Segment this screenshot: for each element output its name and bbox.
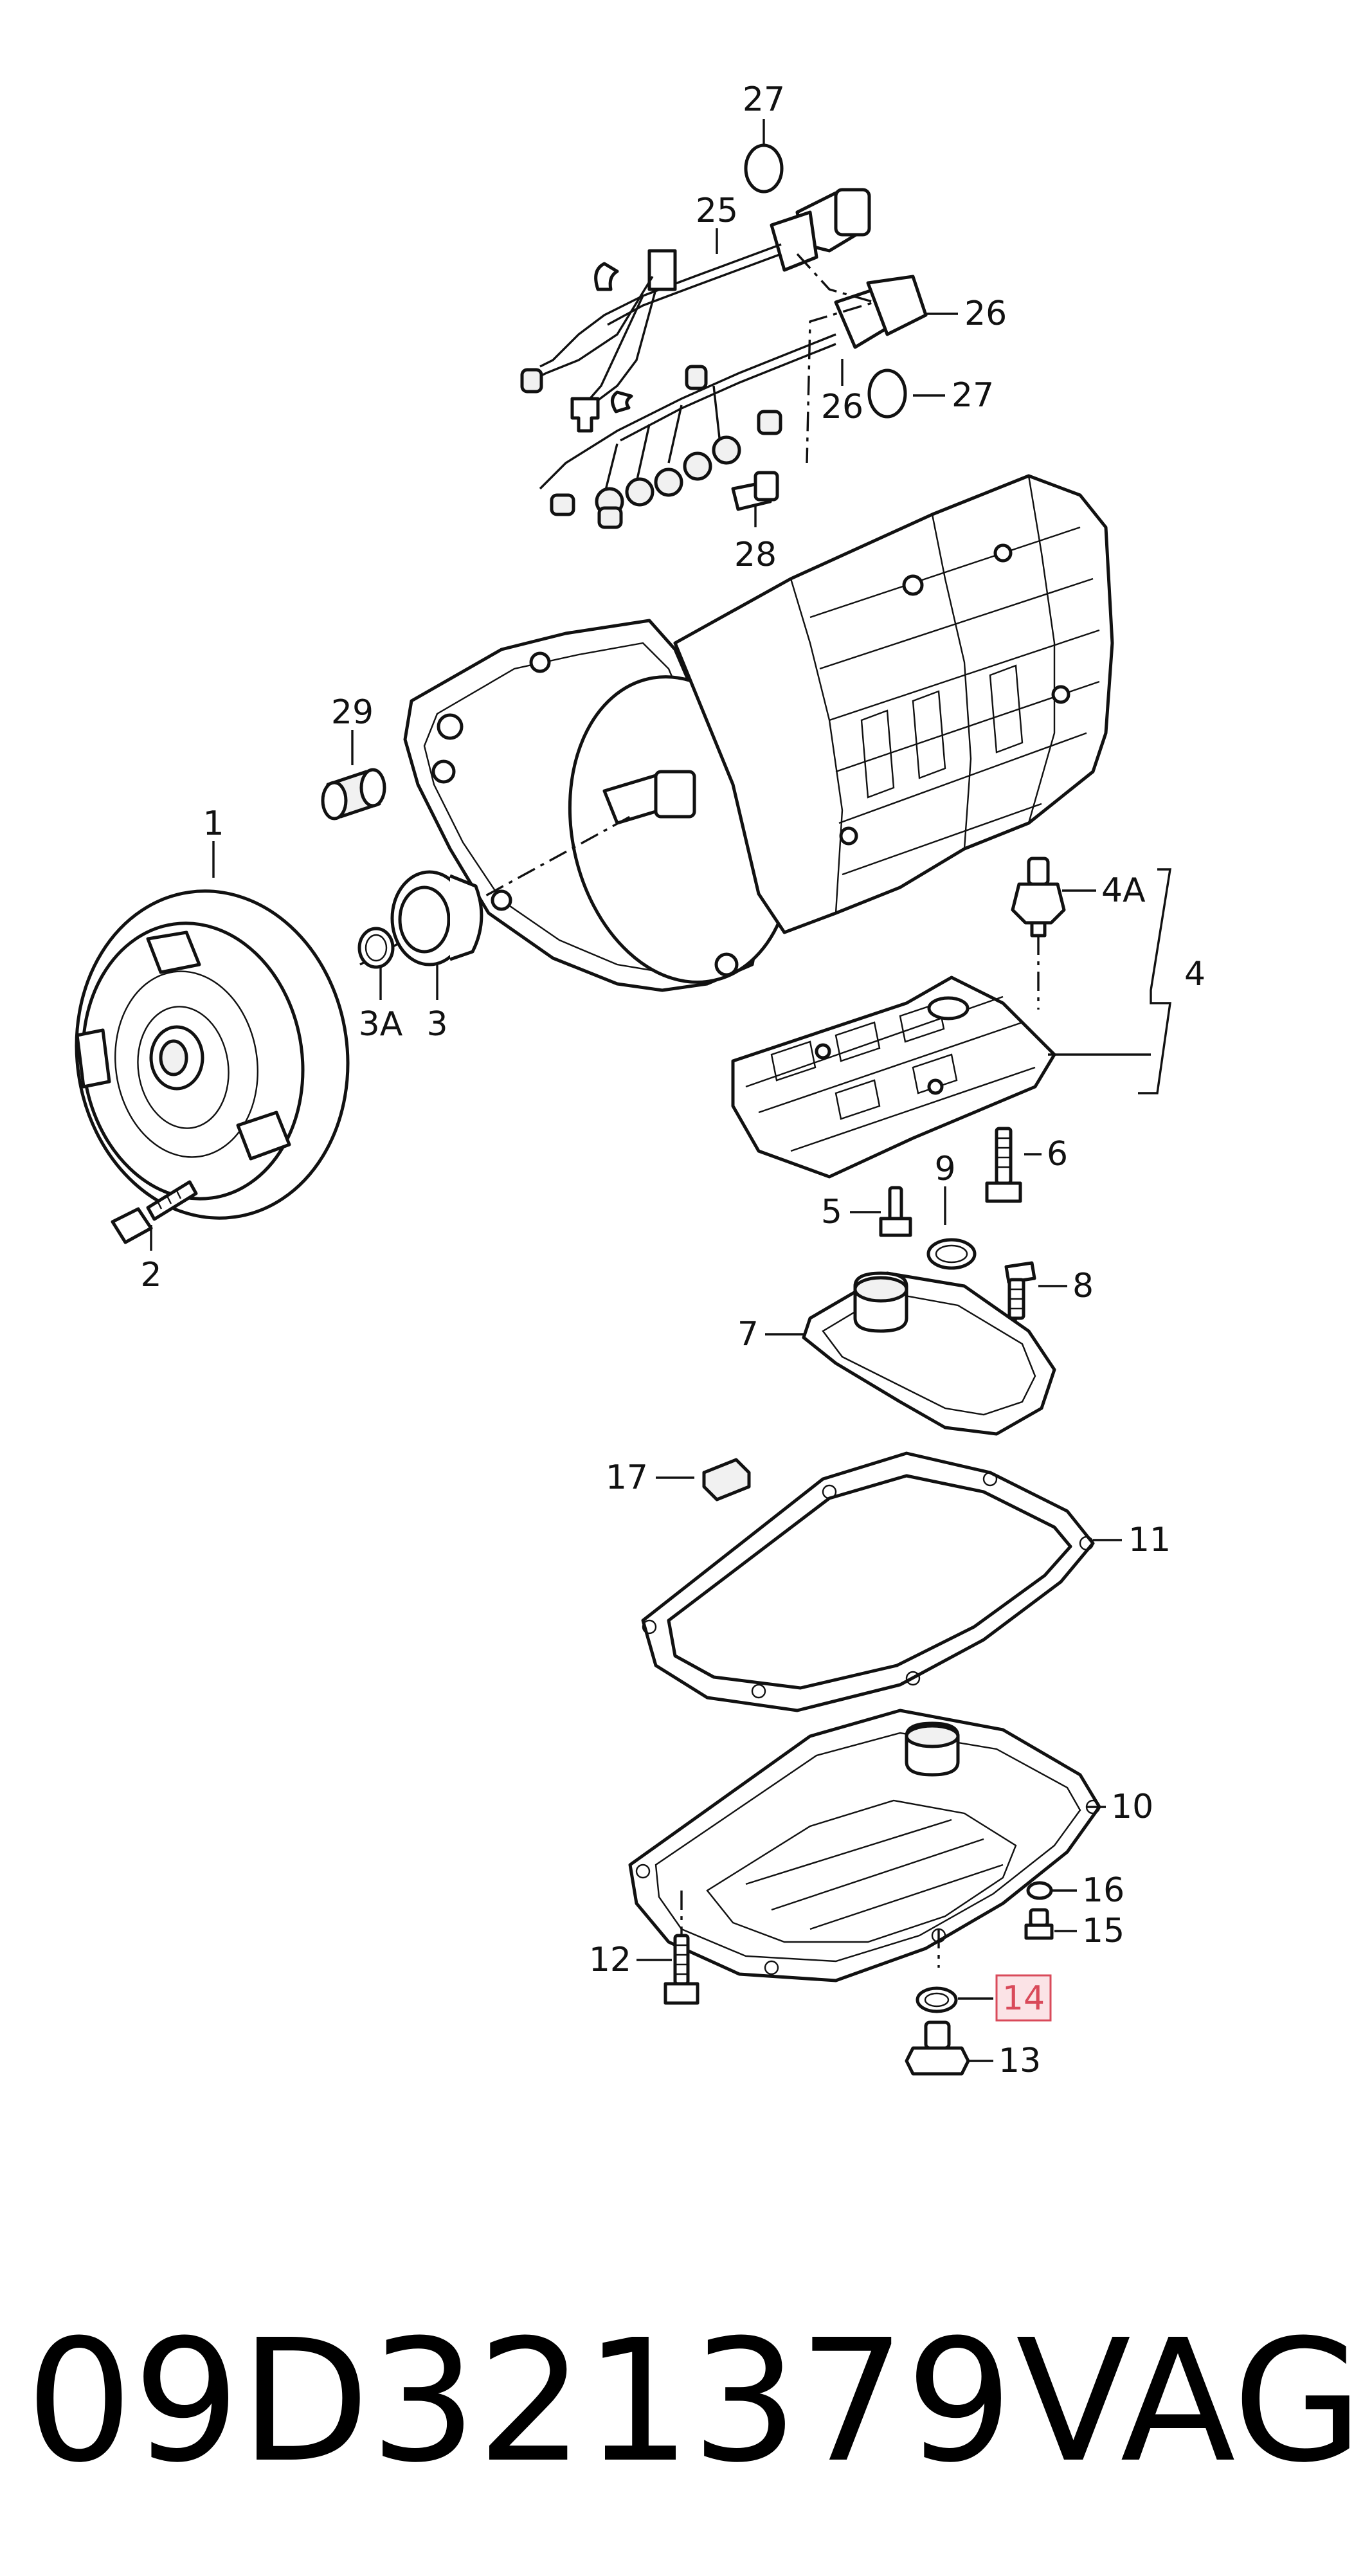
- wiring-harness: [520, 143, 928, 529]
- label-10: 10: [1111, 1788, 1153, 1826]
- label-15: 15: [1082, 1912, 1124, 1950]
- label-4a: 4A: [1101, 871, 1146, 910]
- needle-bearing-29: [321, 768, 386, 821]
- label-28: 28: [734, 536, 777, 574]
- label-2: 2: [140, 1256, 161, 1294]
- valve-body-4: [731, 975, 1056, 1179]
- highlight-box-14: [995, 1974, 1052, 2022]
- plug-15: [1024, 1908, 1054, 1940]
- washer-16: [1026, 1881, 1053, 1900]
- label-4: 4: [1184, 955, 1205, 993]
- gasket-11: [641, 1451, 1095, 1712]
- valve-4a: [1011, 857, 1066, 938]
- filter-7: [802, 1271, 1056, 1436]
- bolt-6: [985, 1127, 1022, 1203]
- part-number: 09D321379: [26, 2303, 1013, 2499]
- label-8: 8: [1072, 1267, 1094, 1305]
- label-27-lower: 27: [952, 376, 994, 415]
- o-ring-3a: [357, 927, 395, 969]
- bolt-8: [1004, 1261, 1036, 1320]
- label-27-top: 27: [743, 80, 785, 119]
- label-16: 16: [1082, 1871, 1124, 1910]
- o-ring-9: [926, 1238, 977, 1270]
- bolt-5: [879, 1186, 912, 1237]
- torque-converter-1: [75, 889, 350, 1220]
- label-7: 7: [737, 1315, 759, 1354]
- label-14: 14: [1002, 1979, 1045, 2018]
- label-3a: 3A: [359, 1005, 403, 1044]
- callout-leaders: [150, 119, 1122, 2062]
- drain-plug-13: [905, 2020, 970, 2076]
- label-29: 29: [331, 693, 374, 732]
- label-1: 1: [203, 804, 224, 843]
- label-6: 6: [1047, 1135, 1068, 1174]
- clip-17: [702, 1458, 751, 1501]
- o-ring-27-top: [744, 143, 784, 194]
- label-13: 13: [998, 2042, 1041, 2080]
- label-25: 25: [696, 192, 738, 230]
- brand-name: VAG: [1016, 2303, 1363, 2499]
- label-9: 9: [934, 1150, 955, 1188]
- bolt-12: [663, 1934, 700, 2005]
- seal-3: [390, 870, 483, 966]
- transmission-case: [403, 474, 1114, 992]
- label-17: 17: [606, 1458, 648, 1497]
- oil-pan-10: [628, 1709, 1101, 1982]
- seal-ring-14: [916, 1986, 958, 2013]
- callout-labels: 27 25 26 26 27 28 29 1 3A 3 2 4A 4 6 5 9…: [140, 80, 1205, 2080]
- label-26-lower: 26: [821, 388, 863, 426]
- label-26-right: 26: [964, 295, 1007, 333]
- label-5: 5: [821, 1193, 842, 1231]
- label-11: 11: [1128, 1521, 1171, 1559]
- label-12: 12: [589, 1941, 631, 1979]
- o-ring-27-bottom: [867, 368, 907, 419]
- label-3: 3: [426, 1005, 447, 1044]
